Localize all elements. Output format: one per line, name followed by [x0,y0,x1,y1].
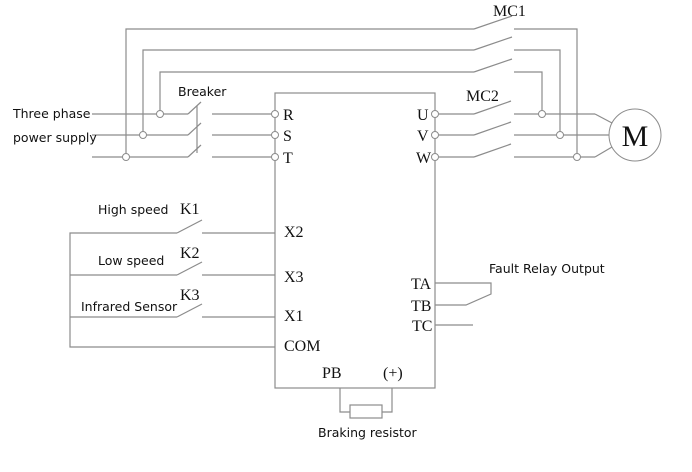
braking-resistor-label: Braking resistor [318,425,418,440]
mc1-label: MC1 [493,3,526,20]
switch-k2-label: K2 [180,245,200,262]
junction-s [139,131,147,139]
label-t: T [283,150,293,167]
motor [608,108,662,162]
label-plus: (+) [383,365,403,382]
terminal-s [271,131,279,139]
breaker [187,101,272,158]
switch-k1-label: K1 [180,201,200,218]
terminal-w [431,153,439,161]
terminal-u [431,110,439,118]
label-tb: TB [411,298,431,315]
label-pb: PB [322,365,342,382]
label-x3: X3 [284,269,304,286]
label-r: R [283,107,294,124]
switch-k3-description: Infrared Sensor [81,299,178,314]
switch-k3-label: K3 [180,287,200,304]
label-s: S [283,128,292,145]
label-v: V [417,128,429,145]
terminal-r [271,110,279,118]
bypass-wire-r [159,71,474,114]
braking-resistor [339,388,393,419]
junction-r [156,110,164,118]
label-x2: X2 [284,224,304,241]
label-com: COM [284,338,320,355]
supply-label-line2: power supply [13,130,97,145]
fault-relay [435,282,492,326]
switch-k1-description: High speed [98,202,168,217]
breaker-label: Breaker [178,84,227,99]
label-u: U [417,107,429,124]
fault-relay-label: Fault Relay Output [489,261,605,276]
label-w: W [416,150,432,167]
motor-junction-u [538,110,546,118]
control-switches [69,219,275,348]
terminal-v [431,131,439,139]
motor-label: M [622,120,649,153]
drive-box [274,92,436,389]
mc2-contactor [439,100,613,158]
label-x1: X1 [284,308,304,325]
switch-k2-description: Low speed [98,253,164,268]
motor-junction-w [573,153,581,161]
label-ta: TA [411,276,431,293]
terminal-t [271,153,279,161]
bypass-wire-s [142,49,474,135]
mc2-label: MC2 [466,88,499,105]
motor-junction-v [556,131,564,139]
label-tc: TC [412,318,432,335]
junction-t [122,153,130,161]
supply-label-line1: Three phase [12,106,91,121]
